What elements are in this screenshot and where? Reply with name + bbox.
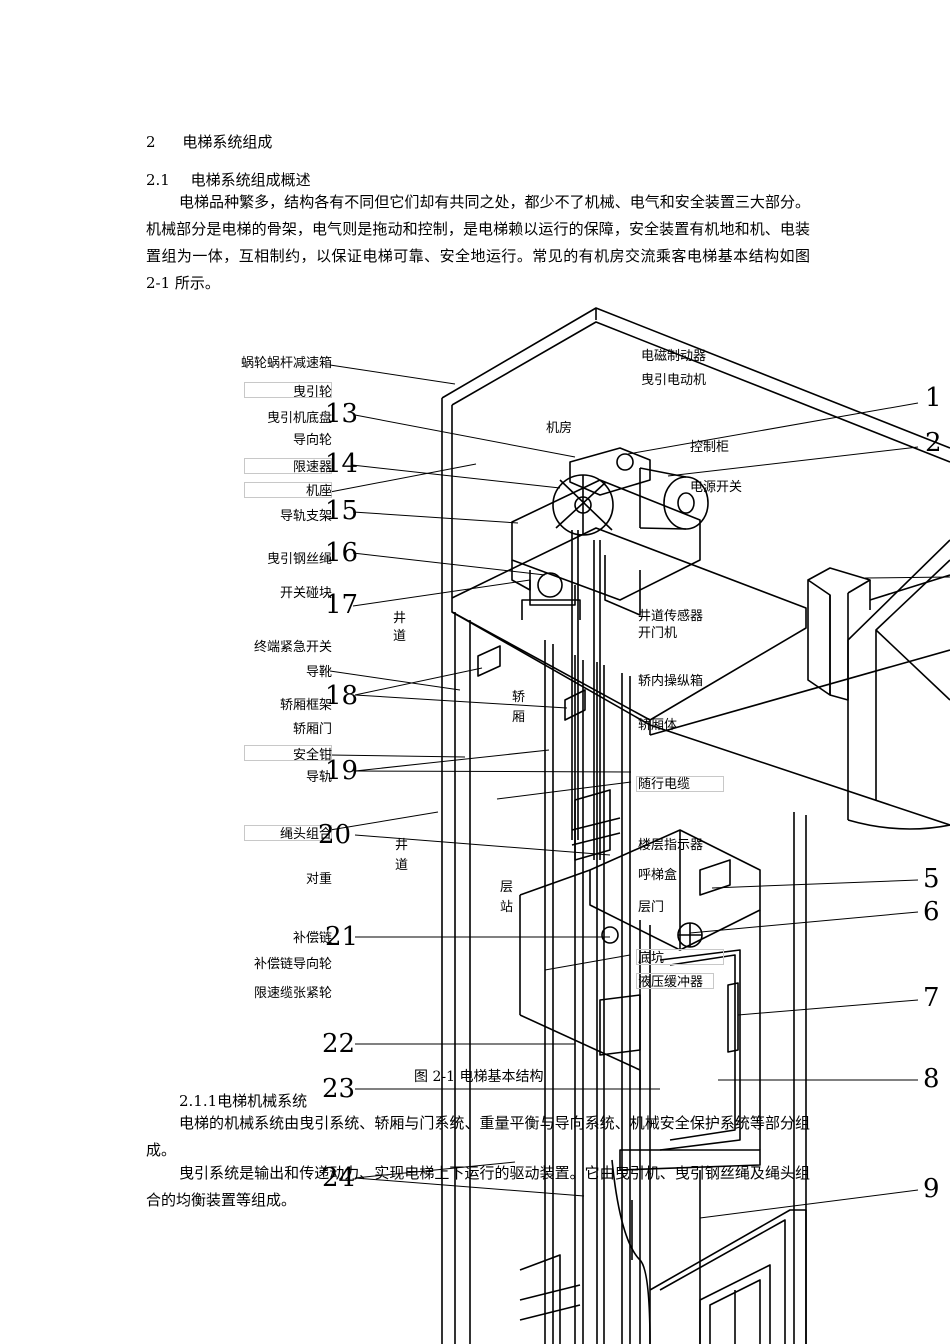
label-car-frame: 轿厢框架 (279, 698, 332, 713)
callout-number: 14 (325, 449, 359, 479)
label-guide-shoe: 导靴 (305, 665, 332, 680)
label-box (244, 482, 332, 498)
label-box (244, 382, 332, 398)
subsection-number: 2.1 (146, 171, 170, 189)
section-title: 电梯系统组成 (182, 133, 273, 151)
label-governor-tension-pulley: 限速缆张紧轮 (253, 986, 332, 1001)
label-door-operator: 开门机 (638, 626, 678, 641)
label-traveling-cable: 随行电缆 (638, 777, 691, 792)
label-counterweight: 对重 (305, 872, 332, 887)
label-compensation-chain: 补偿链 (292, 931, 332, 946)
callout-number: 17 (325, 590, 359, 620)
label-box (244, 825, 332, 841)
label-landing: 层站 (500, 880, 514, 915)
label-safety-gear: 安全钳 (292, 748, 332, 763)
label-terminal-emergency-switch: 终端紧急开关 (253, 640, 332, 655)
label-car: 轿厢 (512, 690, 526, 725)
label-machine-base: 机座 (305, 484, 332, 499)
figure-caption: 图 2-1 电梯基本结构 (414, 1069, 544, 1085)
callout-number: 7 (923, 983, 940, 1013)
section-heading: 2 电梯系统组成 (146, 131, 272, 152)
callout-number: 22 (322, 1029, 356, 1059)
label-machine-chassis: 曳引机底盘 (266, 411, 332, 426)
callout-number: 16 (325, 538, 359, 568)
label-shaft-lower: 井道 (395, 838, 409, 873)
overview-paragraph: 电梯品种繁多，结构各有不同但它们却有共同之处，都少不了机械、电气和安全装置三大部… (146, 193, 810, 292)
label-hydraulic-buffer: 液压缓冲器 (638, 975, 704, 990)
label-car-door: 轿厢门 (292, 722, 332, 737)
subsubsection-title: 电梯机械系统 (217, 1092, 308, 1110)
callout-number: 23 (322, 1074, 356, 1104)
label-box (244, 458, 332, 474)
callout-number: 19 (325, 756, 359, 786)
callout-number: 18 (325, 681, 359, 711)
label-pit: 底坑 (638, 951, 665, 966)
callout-number: 6 (923, 897, 940, 927)
traction-system-paragraph: 曳引系统是输出和传递动力、实现电梯上下运行的驱动装置。它由曳引机、曳引钢丝绳及绳… (146, 1164, 810, 1209)
label-floor-indicator: 楼层指示器 (638, 838, 704, 853)
label-power-switch: 电源开关 (690, 480, 743, 495)
label-traction-rope: 曳引钢丝绳 (266, 552, 332, 567)
callout-number: 2 (925, 428, 942, 458)
label-control-cabinet: 控制柜 (690, 440, 730, 455)
label-landing-door: 层门 (638, 900, 665, 915)
label-electromagnetic-brake: 电磁制动器 (641, 349, 707, 364)
label-switch-cam: 开关碰块 (279, 586, 332, 601)
label-worm-gear-reducer: 蜗轮蜗杆减速箱 (240, 356, 332, 371)
label-speed-governor: 限速器 (292, 460, 332, 475)
label-box (636, 949, 724, 965)
label-box (636, 973, 714, 989)
callout-number: 9 (923, 1174, 940, 1204)
mechanical-system-paragraph: 电梯的机械系统由曳引系统、轿厢与门系统、重量平衡与导向系统、机械安全保护系统等部… (146, 1114, 810, 1159)
label-shaft-sensor: 井道传感器 (638, 609, 704, 624)
label-hall-call-box: 呼梯盒 (638, 868, 678, 883)
label-shaft-upper: 井道 (393, 611, 407, 644)
subsection-title: 电梯系统组成概述 (190, 171, 311, 189)
subsection-heading: 2.1 电梯系统组成概述 (146, 169, 311, 190)
label-rope-hitch: 绳头组合 (279, 827, 332, 842)
callout-number: 13 (325, 399, 359, 429)
label-compensation-guide-wheel: 补偿链导向轮 (253, 957, 332, 972)
label-rail-bracket: 导轨支架 (279, 509, 332, 524)
label-car-body: 轿厢体 (638, 718, 678, 733)
label-deflector-sheave: 导向轮 (292, 433, 332, 448)
callout-number: 5 (923, 864, 940, 894)
label-box (244, 745, 332, 761)
callout-number: 24 (322, 1163, 356, 1193)
callout-number: 21 (325, 922, 359, 952)
label-traction-motor: 曳引电动机 (641, 373, 707, 388)
label-traction-sheave: 曳引轮 (292, 385, 332, 400)
label-car-operating-panel: 轿内操纵箱 (638, 674, 704, 689)
section-number: 2 (146, 133, 156, 151)
callout-number: 8 (923, 1064, 940, 1094)
label-machine-room: 机房 (546, 421, 573, 436)
subsubsection-number: 2.1.1 (179, 1092, 218, 1110)
label-box (636, 776, 724, 792)
callout-number: 20 (318, 820, 352, 850)
callout-number: 1 (925, 383, 942, 413)
subsubsection-heading: 2.1.1电梯机械系统 (179, 1090, 307, 1111)
callout-number: 15 (325, 496, 359, 526)
label-guide-rail: 导轨 (305, 770, 332, 785)
